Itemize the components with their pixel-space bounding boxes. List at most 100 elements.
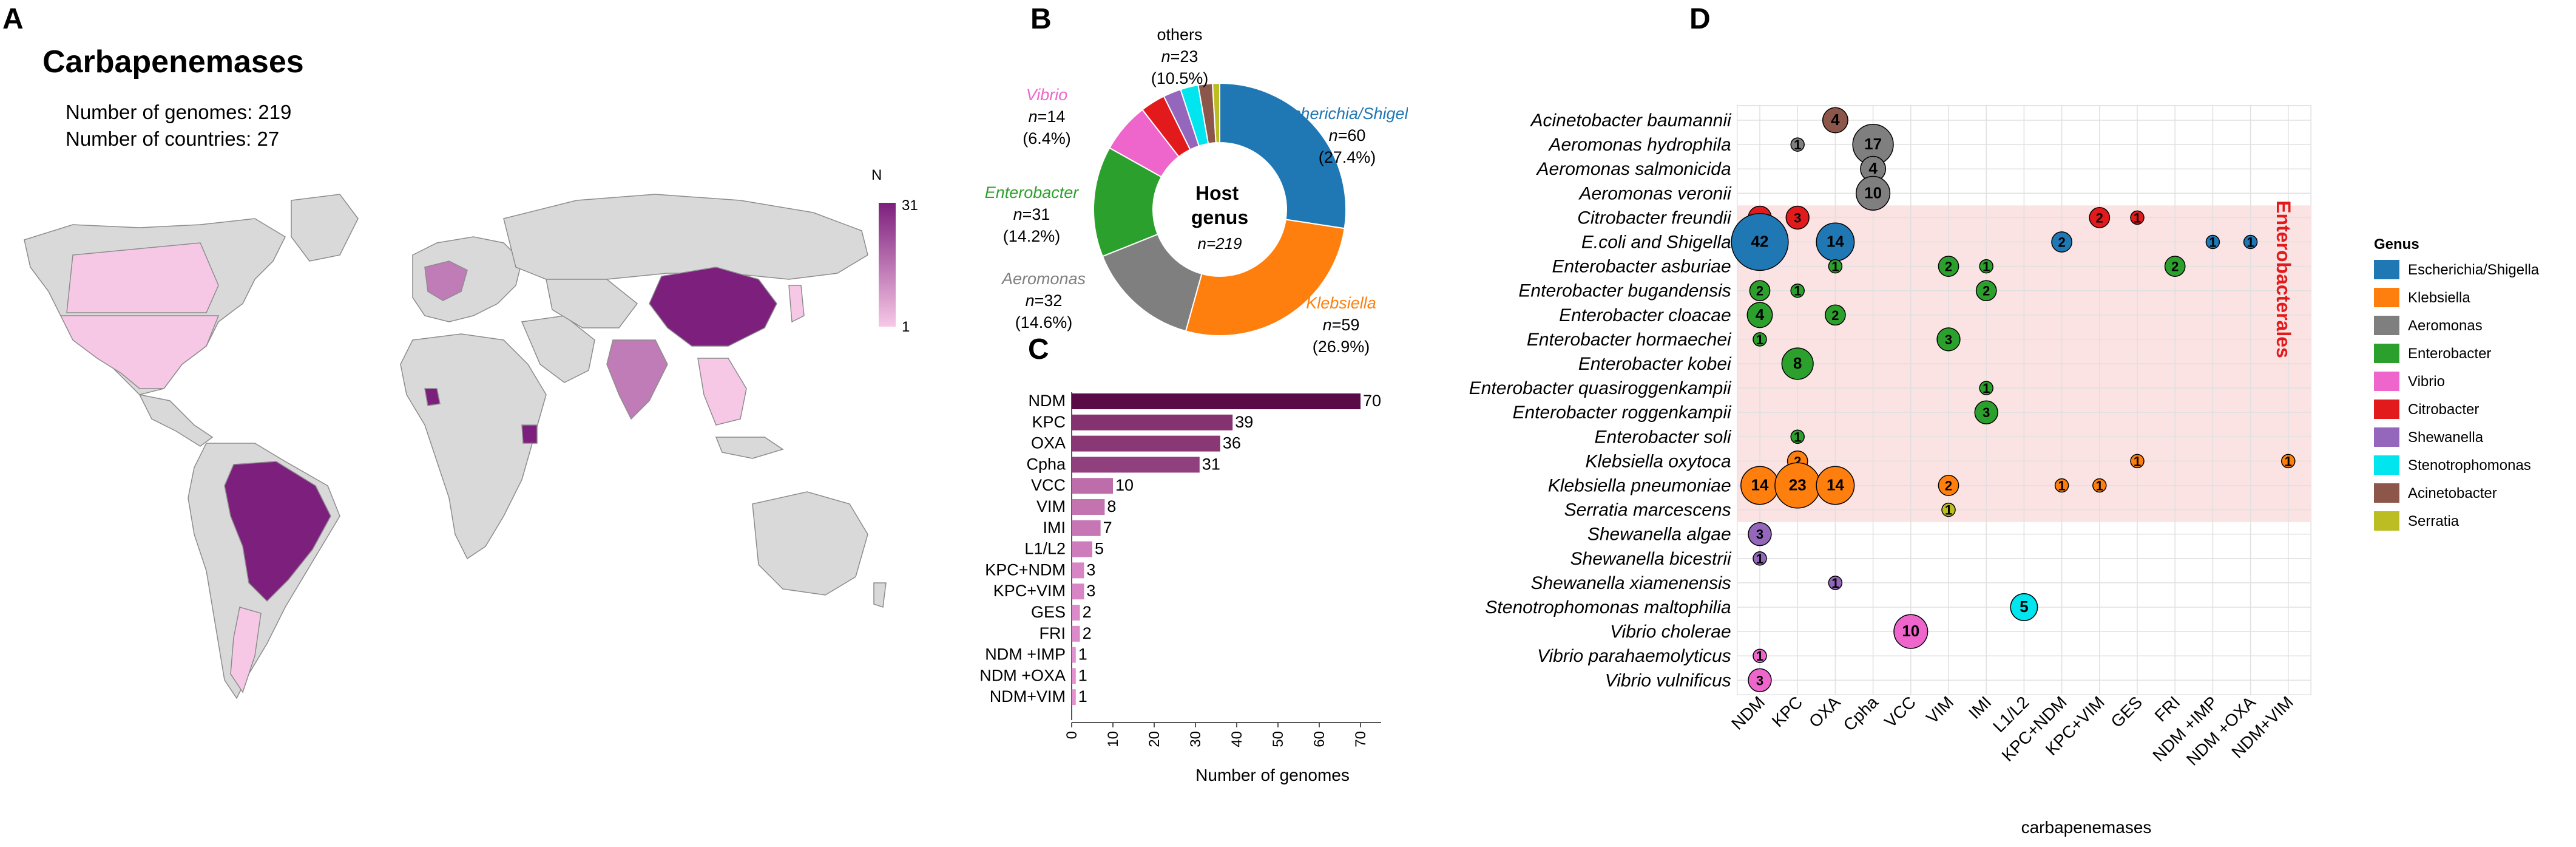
donut-slice xyxy=(1185,219,1345,336)
enterobacterales-label: Enterobacterales xyxy=(2273,200,2294,358)
bubble-count-label: 1 xyxy=(1983,381,1990,396)
bubble-point xyxy=(2130,454,2145,469)
china-shape xyxy=(649,267,777,347)
bubble-count-label: 1 xyxy=(2058,478,2065,494)
bubble-point xyxy=(1731,213,1789,271)
bar-category-label: NDM +IMP xyxy=(985,645,1066,664)
bubble-count-label: 17 xyxy=(1864,135,1882,153)
bar-vim xyxy=(1072,499,1105,515)
bubble-y-label: Aeromonas salmonicida xyxy=(1536,159,1731,179)
bubble-point xyxy=(1781,347,1814,380)
bubble-point xyxy=(1828,259,1843,274)
legend-title: N xyxy=(871,167,882,183)
bar-ndm-vim xyxy=(1072,689,1076,706)
genus-legend-label: Aeromonas xyxy=(2408,318,2483,334)
bubble-count-label: 2 xyxy=(2058,235,2065,250)
bubble-y-label: Aeromonas veronii xyxy=(1578,183,1732,203)
bubble-count-label: 1 xyxy=(1831,576,1839,591)
donut-center-title: Host genus xyxy=(1191,182,1248,228)
donut-label-pct: (27.4%) xyxy=(1319,148,1376,166)
genus-legend-title: Genus xyxy=(2374,236,2419,253)
bubble-count-label: 1 xyxy=(1945,503,1952,518)
bubble-point xyxy=(1790,283,1805,298)
bar-vcc xyxy=(1072,478,1113,494)
bubble-x-label: VIM xyxy=(1922,693,1957,727)
bubble-count-label: 1 xyxy=(2134,210,2141,225)
bubble-count-label: 1 xyxy=(1794,137,1801,152)
donut-label-pct: (14.2%) xyxy=(1003,227,1061,245)
europe-shape xyxy=(412,236,522,322)
bubble-count-label: 4 xyxy=(1756,305,1765,324)
genus-legend-swatch xyxy=(2374,344,2399,363)
australia-shape xyxy=(752,491,868,596)
bar-fri xyxy=(1072,625,1080,642)
bubble-chart-xlabel: carbapenemases xyxy=(2021,818,2152,837)
bar-category-label: FRI xyxy=(1040,624,1066,642)
bubble-count-label: 1 xyxy=(2285,454,2292,469)
donut-label-n: n=32 xyxy=(1026,291,1063,310)
bubble-point xyxy=(2092,478,2107,493)
bar-oxa xyxy=(1072,435,1220,452)
bar-value-label: 8 xyxy=(1107,497,1116,515)
russia-asia-shape xyxy=(503,194,868,280)
bubble-count-label: 1 xyxy=(1756,648,1763,664)
bubble-point xyxy=(1746,302,1773,328)
bar-category-label: NDM +OXA xyxy=(979,666,1066,684)
bubble-x-label: IMI xyxy=(1965,693,1995,723)
bubble-y-label: Vibrio parahaemolyticus xyxy=(1537,646,1731,666)
donut-slice xyxy=(1219,82,1347,230)
donut-label-n: n=31 xyxy=(1013,205,1050,223)
bubble-count-label: 1 xyxy=(1831,259,1839,274)
bar-ndm-oxa xyxy=(1072,668,1076,684)
legend-min-label: 1 xyxy=(902,319,910,335)
bubble-point xyxy=(1979,381,1993,395)
genus-legend-swatch xyxy=(2374,455,2399,475)
genus-legend-swatch xyxy=(2374,483,2399,503)
bubble-count-label: 1 xyxy=(1983,259,1990,274)
bubble-count-label: 10 xyxy=(1864,183,1882,202)
donut-center-n: n=219 xyxy=(1197,234,1242,253)
bubble-y-label: Enterobacter cloacae xyxy=(1559,305,1731,325)
bubble-point xyxy=(1936,327,1961,352)
donut-label-pct: (6.4%) xyxy=(1023,129,1071,148)
bubble-point xyxy=(1748,522,1772,546)
panel-a-letter: A xyxy=(2,3,24,35)
donut-label-pct: (14.6%) xyxy=(1015,313,1073,332)
bubble-count-label: 2 xyxy=(1983,284,1990,299)
donut-label-name: Enterobacter xyxy=(985,183,1080,202)
bar-value-label: 2 xyxy=(1083,603,1092,621)
bubble-point xyxy=(2010,593,2038,621)
bubble-point xyxy=(2130,210,2145,225)
bubble-point xyxy=(1825,304,1846,326)
bar-ges xyxy=(1072,605,1080,621)
bubble-count-label: 2 xyxy=(2096,210,2103,225)
donut-label-name: Klebsiella xyxy=(1306,294,1376,312)
panel-a-title: Carbapenemases xyxy=(42,44,304,80)
genus-legend-swatch xyxy=(2374,260,2399,279)
canada-shape xyxy=(66,242,219,313)
panel-b-letter: B xyxy=(1030,3,1052,35)
bar-value-label: 36 xyxy=(1223,434,1241,452)
genus-legend-label: Serratia xyxy=(2408,513,2459,529)
bubble-y-label: Klebsiella pneumoniae xyxy=(1548,476,1731,496)
bubble-x-label: FRI xyxy=(2151,693,2184,726)
bar-value-label: 10 xyxy=(1115,476,1134,494)
bar-x-tick-label: 60 xyxy=(1311,731,1328,747)
bubble-count-label: 3 xyxy=(1756,673,1763,688)
genus-legend-label: Klebsiella xyxy=(2408,290,2470,306)
donut-slice xyxy=(1212,82,1220,144)
bubble-points: 4117410332142142111212212421381312111423… xyxy=(1731,107,2296,692)
bar-value-label: 2 xyxy=(1083,624,1092,642)
bubble-point xyxy=(1790,429,1805,444)
bubble-x-label: GES xyxy=(2108,693,2146,732)
indonesia-shape xyxy=(715,437,784,459)
bar-value-label: 7 xyxy=(1103,519,1112,537)
bubble-point xyxy=(2054,478,2069,493)
bubble-y-label: Enterobacter bugandensis xyxy=(1518,281,1731,301)
genus-legend-label: Stenotrophomonas xyxy=(2408,457,2531,474)
bubble-count-label: 1 xyxy=(1794,284,1801,299)
donut-label-pct: (10.5%) xyxy=(1151,69,1209,87)
bar-category-label: KPC+NDM xyxy=(985,560,1066,579)
bubble-y-label: Enterobacter hormaechei xyxy=(1527,330,1732,350)
bubble-count-label: 14 xyxy=(1827,233,1844,251)
